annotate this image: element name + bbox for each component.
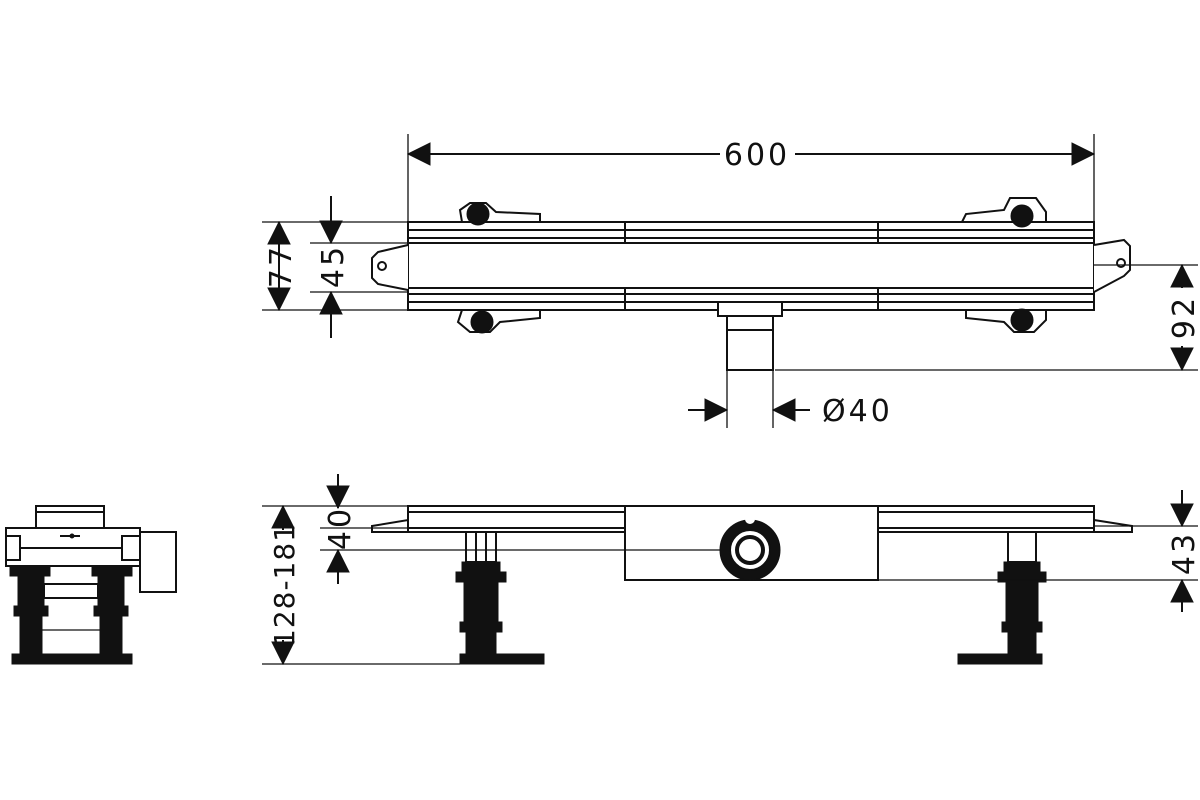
arrow-down-icon (319, 220, 343, 245)
arrow-up-icon (319, 290, 343, 315)
foot-top-right (960, 197, 1047, 333)
foot-top-left (456, 202, 541, 334)
arrow-up-icon (267, 220, 291, 245)
dim-43-label: 43 (1167, 531, 1200, 575)
arrow-up-icon (326, 548, 350, 573)
arrow-right-icon (1071, 142, 1096, 166)
top-view: 600 (262, 134, 1200, 429)
outlet-flange (717, 301, 783, 317)
leg-right (957, 531, 1047, 665)
arrow-left-icon (771, 398, 796, 422)
arrow-down-icon (267, 287, 291, 312)
dim-install-height-label: 128-181 (268, 523, 301, 647)
arrow-right-icon (704, 398, 729, 422)
dim-77-label: 77 (264, 244, 299, 288)
leg-left (455, 531, 545, 665)
dim-600-label: 600 (724, 138, 790, 173)
end-view (5, 505, 177, 665)
dim-40-label: 40 (323, 506, 358, 550)
mount-tab-right (1093, 238, 1131, 293)
mount-tab-left (371, 244, 409, 291)
channel-body-top (407, 221, 1095, 311)
arrow-up-icon (1170, 263, 1194, 288)
arrow-left-icon (406, 142, 431, 166)
arrow-down-icon (1170, 347, 1194, 372)
outlet-end (139, 531, 177, 593)
side-view: 128-181 40 43 (262, 474, 1200, 666)
arrow-up-icon (1170, 578, 1194, 603)
outlet-pipe (726, 315, 774, 371)
dim-92-label: 92 (1167, 295, 1200, 339)
arrow-up-icon (271, 504, 295, 529)
dim-45-label: 45 (316, 244, 351, 288)
arrow-down-icon (1170, 503, 1194, 528)
arrow-down-icon (271, 641, 295, 666)
arrow-down-icon (326, 485, 350, 510)
dim-diameter-label: Ø40 (822, 394, 893, 429)
